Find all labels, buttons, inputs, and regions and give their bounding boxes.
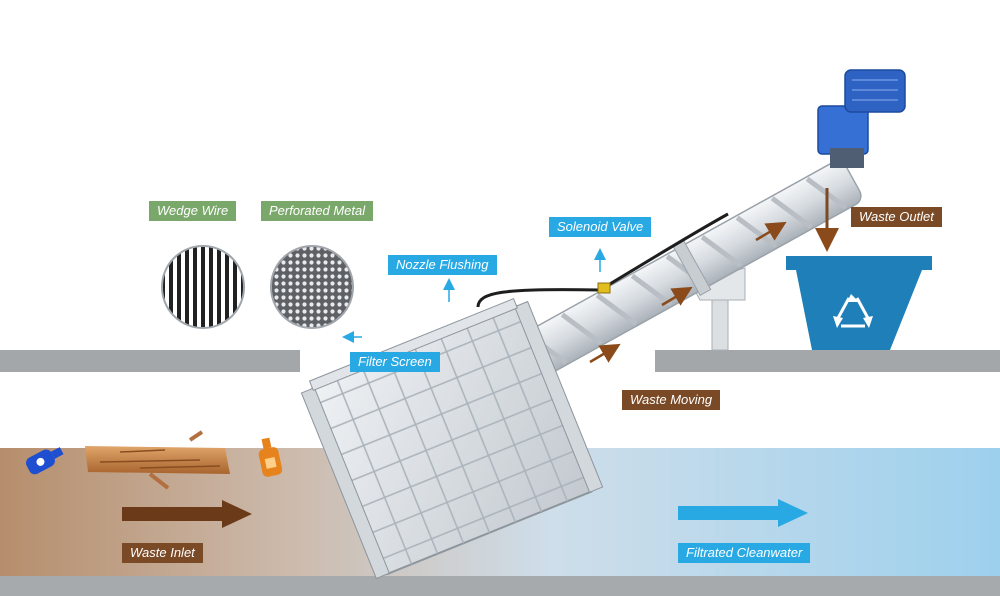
- perforated-metal-label: Perforated Metal: [261, 201, 374, 221]
- nozzle-flushing-label: Nozzle Flushing: [388, 255, 497, 275]
- motor-icon: [817, 69, 906, 168]
- ground-slab-right: [655, 350, 1000, 372]
- wedge-wire-sample: [161, 245, 245, 329]
- waste-moving-label: Waste Moving: [622, 390, 721, 410]
- waste-moving-arrow-2: [661, 286, 693, 307]
- wedge-wire-label: Wedge Wire: [149, 201, 237, 221]
- wood-log-icon: [85, 430, 230, 490]
- waste-outlet-label: Waste Outlet: [851, 207, 942, 227]
- waste-moving-arrow-1: [589, 343, 621, 364]
- collection-bin: [786, 256, 932, 350]
- filtrated-cleanwater-label: Filtrated Cleanwater: [678, 543, 811, 563]
- filter-drum: [300, 298, 604, 580]
- bottle-icon: [258, 437, 283, 477]
- inlet-flow-arrow: [122, 500, 252, 528]
- waste-moving-arrow-3: [755, 221, 787, 242]
- bottle-icon: [25, 447, 64, 475]
- filter-screen-label: Filter Screen: [350, 352, 440, 372]
- recycle-icon: [833, 294, 873, 328]
- solenoid-valve-label: Solenoid Valve: [549, 217, 652, 237]
- channel-floor: [0, 576, 1000, 596]
- outlet-flow-arrow: [678, 499, 808, 527]
- waste-inlet-label: Waste Inlet: [122, 543, 203, 563]
- ground-slab-left: [0, 350, 300, 372]
- perforated-metal-sample: [270, 245, 354, 329]
- solenoid-valve: [597, 282, 611, 294]
